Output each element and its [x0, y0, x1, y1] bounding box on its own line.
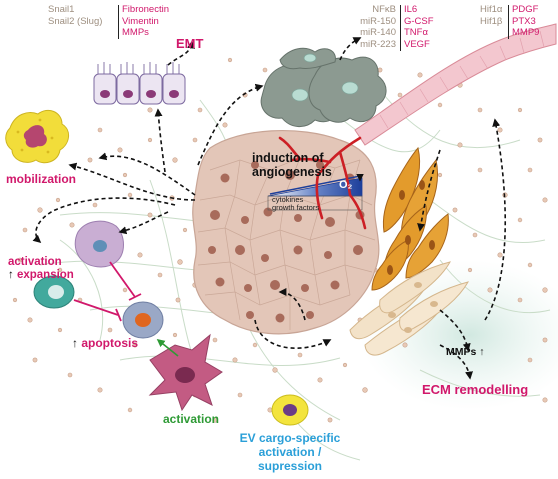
- mirna-divider: [400, 5, 402, 51]
- cytokine-item-gcsf: G-CSF: [404, 15, 434, 27]
- blood-vessel: [278, 23, 557, 230]
- stellate-cells: [260, 47, 387, 127]
- emt-factor-snail1: Snail1: [48, 4, 75, 15]
- immune-cell-purple: [74, 220, 124, 268]
- hif-item-1b: Hif1β: [480, 15, 503, 27]
- immune-cell-teal: [33, 275, 75, 309]
- up-arrow-icon: ↑: [72, 336, 78, 350]
- hif-target-ptx3: PTX3: [512, 15, 536, 27]
- mmps-label: MMPs ↑: [446, 346, 485, 359]
- mmps-text: MMPs: [446, 346, 477, 358]
- cancer-associated-fibroblasts: [371, 146, 449, 291]
- cytokines-text: cytokines: [272, 195, 304, 204]
- activation-expansion-line1: activation: [8, 256, 62, 268]
- hif-targets: PDGF PTX3 MMP9: [512, 4, 539, 39]
- cytokine-item-vegf: VEGF: [404, 38, 430, 50]
- activation-expansion-label: activation ↑ expansion: [8, 256, 74, 282]
- stromal-fibroblasts: [349, 261, 470, 356]
- ecm-remodelling-label: ECM remodelling: [422, 382, 529, 397]
- dashed-arrows: [32, 37, 506, 380]
- immune-cell-apoptotic: [122, 301, 164, 339]
- dendritic-cell: [148, 333, 223, 412]
- mirna-item-150: miR-150: [360, 15, 396, 27]
- activation-label: activation: [163, 412, 220, 426]
- cytokine-item-tnfa: TNFα: [404, 27, 428, 39]
- up-arrow-icon: ↑: [479, 346, 485, 358]
- mobilization-label: mobilization: [6, 172, 76, 186]
- emt-transcription-factors: Snail1 Snail2 (Slug): [48, 4, 102, 27]
- mirna-item-223: miR-223: [360, 38, 396, 50]
- mirna-item-nfkb: NFκB: [372, 4, 396, 15]
- hif-divider: [508, 5, 510, 39]
- hif-item-1a: Hif1α: [480, 4, 503, 15]
- cytokines-growth-factors-label: cytokines growth factors: [272, 196, 319, 212]
- emt-divider: [118, 5, 120, 39]
- emt-markers: Fibronectin Vimentin MMPs: [122, 4, 169, 39]
- apoptosis-text: apoptosis: [81, 336, 139, 350]
- oxygen-gradient-bar: [267, 174, 364, 211]
- emt-marker-fibronectin: Fibronectin: [122, 4, 169, 15]
- activation-expansion-line2: ↑ expansion: [8, 269, 74, 282]
- epithelial-cells: [93, 62, 186, 105]
- hif-factors: Hif1α Hif1β: [480, 4, 502, 27]
- cytokine-item-il6: IL6: [404, 4, 418, 15]
- angiogenesis-label: induction of angiogenesis: [252, 151, 332, 179]
- emt-factor-snail2: Snail2 (Slug): [48, 15, 103, 27]
- cytokine-list: IL6 G-CSF TNFα VEGF: [404, 4, 434, 50]
- mirna-item-140: miR-140: [360, 27, 396, 39]
- o2-label: O₂: [339, 179, 353, 191]
- growth-factors-text: growth factors: [272, 202, 320, 212]
- hif-target-mmp9: MMP9: [512, 27, 540, 39]
- emt-marker-vimentin: Vimentin: [122, 15, 159, 27]
- expansion-text: expansion: [16, 269, 74, 282]
- apoptosis-label: ↑ apoptosis: [72, 336, 138, 351]
- emt-marker-mmps: MMPs: [122, 27, 149, 39]
- ev-cargo-label: EV cargo-specific activation / supressio…: [239, 431, 341, 473]
- activation-arrow: [156, 339, 179, 357]
- ev-target-cell: [271, 394, 309, 426]
- emt-title: EMT: [176, 36, 204, 51]
- hif-target-pdgf: PDGF: [512, 4, 539, 15]
- mirna-list: NFκB miR-150 miR-140 miR-223: [338, 4, 396, 50]
- yellow-mobilized-cell: [5, 109, 69, 164]
- up-arrow-icon: ↑: [8, 269, 14, 282]
- inhibition-lines: [73, 261, 142, 322]
